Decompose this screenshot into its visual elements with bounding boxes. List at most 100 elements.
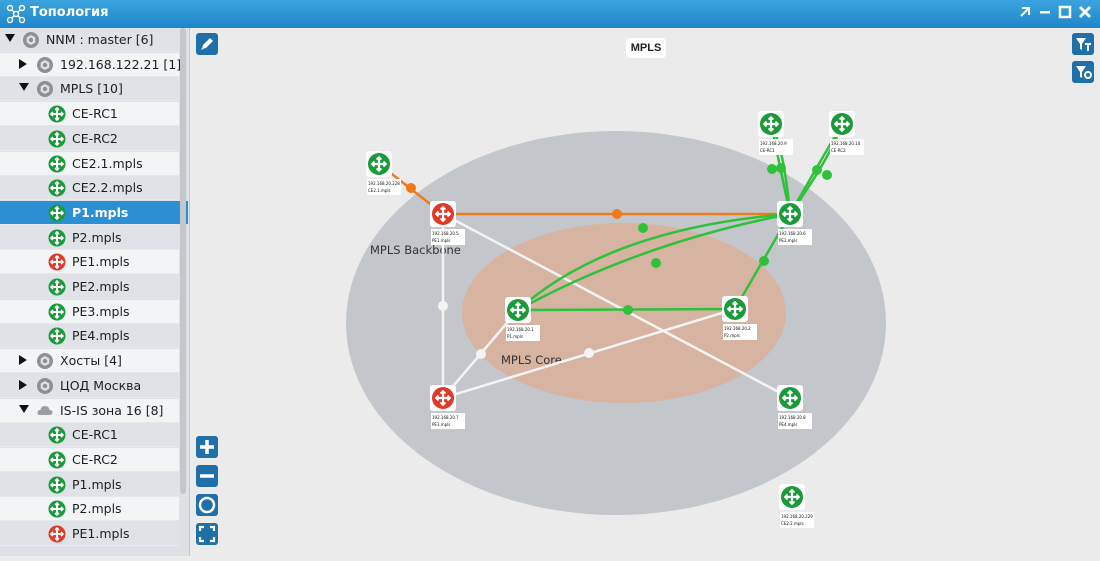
link-handle[interactable] [822,170,832,180]
chevron-right-icon[interactable] [19,379,27,390]
window-title: Топология [30,5,109,20]
tree-item[interactable]: 192.168.122.21 [1] [0,52,182,77]
tree-item-label: CE-RC2 [72,130,118,146]
node-ip: 192.168.20.229 [781,514,813,519]
tree-item[interactable]: CE-RC1 [0,423,179,448]
tree-item-label: IS-IS зона 16 [8] [60,402,164,418]
tree-item[interactable]: P1.mpls [0,200,188,225]
tree-item-label: MPLS [10] [60,81,123,97]
pin-icon[interactable] [1016,5,1034,23]
node-name: CE2.1.mpls [368,188,391,193]
circle-icon[interactable] [196,494,218,516]
tree-item-label: PE3.mpls [72,303,130,319]
tree-item[interactable]: IS-IS зона 16 [8] [0,398,179,423]
chevron-down-icon[interactable] [19,83,29,92]
router-red-icon [48,253,66,271]
tree-item-label: 192.168.122.21 [1] [60,56,182,72]
node-ip: 192.168.20.2 [724,326,751,331]
tree-item-label: P2.mpls [72,501,122,517]
tree-item-label: ЦОД Москва [60,377,142,393]
router-red-icon [48,525,66,543]
maximize-icon[interactable] [1056,5,1074,23]
router-green-icon [48,451,66,469]
link-handle[interactable] [584,348,594,358]
tree-item-label: NNM : master [6] [46,32,154,47]
link-handle[interactable] [759,256,769,266]
tree-item[interactable]: P1.mpls [0,472,179,497]
node-p2[interactable]: 192.168.20.2P2.mpls [722,296,757,340]
node-ip: 192.168.20.7 [432,415,459,420]
filter-icon[interactable] [1072,33,1094,55]
link-handle[interactable] [476,349,486,359]
tree-item[interactable]: MPLS [10] [0,77,179,102]
link-handle[interactable] [776,163,786,173]
tree-item-label: P1.mpls [72,204,129,220]
router-green-icon [48,476,66,494]
link-handle[interactable] [406,183,416,193]
tree-item[interactable]: P2.mpls [0,497,179,522]
node-name: P1.mpls [507,334,523,339]
filter-settings-icon[interactable] [1072,61,1094,83]
tree-item[interactable]: PE4.mpls [0,324,179,349]
router-green-icon [48,204,66,222]
chevron-right-icon[interactable] [19,355,27,366]
node-name: PE3.mpls [432,422,450,427]
minimize-icon[interactable] [1036,5,1054,23]
link-handle[interactable] [638,223,648,233]
tree-item-label: CE-RC2 [72,451,118,467]
tree-item[interactable]: PE2.mpls [0,275,179,299]
topology-tree: NNM : master [6] 192.168.122.21 [1] MPLS [… [0,28,190,556]
node-ip: 192.168.20.10 [831,141,861,146]
fit-screen-icon[interactable] [196,523,218,545]
link-pe1-pe4[interactable] [442,212,791,400]
tree-scrollbar[interactable] [180,28,186,494]
router-green-icon [48,179,66,197]
tree-item[interactable]: CE2.2.mpls [0,176,179,201]
close-icon[interactable] [1076,5,1094,23]
tree-item[interactable]: P2.mpls [0,225,179,250]
link-handle[interactable] [612,209,622,219]
link-handle[interactable] [767,164,777,174]
link-p1-pe2[interactable] [517,212,791,311]
node-p1[interactable]: 192.168.20.1P1.mpls [505,297,540,341]
tree-item[interactable]: CE2.1.mpls [0,151,179,176]
tree-item[interactable]: ЦОД Москва [0,373,179,398]
tree-item[interactable]: CE-RC1 [0,102,179,127]
tree-item[interactable]: PE3.mpls [0,299,179,324]
tree-item[interactable]: PE1.mpls [0,250,179,275]
zoom-out-icon[interactable] [196,465,218,487]
router-green-icon [48,278,66,296]
link-handle[interactable] [651,258,661,268]
node-name: CE-RC1 [760,148,775,153]
link-p1-pe2[interactable] [517,212,791,312]
tree-item-label: CE-RC1 [72,427,118,443]
chevron-down-icon[interactable] [5,34,15,42]
chevron-right-icon[interactable] [19,58,27,69]
tree-item[interactable]: NNM : master [6] [0,28,179,52]
pencil-icon[interactable] [196,33,218,55]
link-handle[interactable] [623,305,633,315]
tree-item[interactable]: CE-RC2 [0,126,179,151]
tree-item-label: CE2.2.mpls [72,180,143,196]
topology-icon [6,4,26,24]
tree-item[interactable]: PE1.mpls [0,522,179,546]
gear-node-icon [36,377,54,395]
link-handle[interactable] [438,301,448,311]
map-svg: MPLS Backbone MPLS Core 192.168.20.228CE… [346,111,886,528]
node-name: CE2.2.mpls [781,521,804,526]
tree-item[interactable]: CE-RC2 [0,447,179,472]
chevron-down-icon[interactable] [19,404,29,413]
node-ip: 192.168.20.5 [432,231,459,236]
zoom-in-icon[interactable] [196,436,218,458]
router-green-icon [48,229,66,247]
node-cerc1[interactable]: 192.168.20.9CE-RC1 [758,111,793,155]
tree-item[interactable]: Хосты [4] [0,349,179,374]
